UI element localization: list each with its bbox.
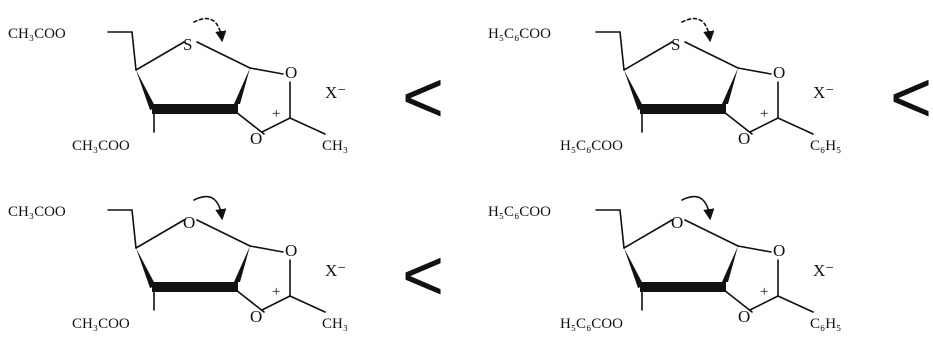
counter-ion: X⁻ bbox=[813, 261, 834, 280]
substituent-label: C₆H₅ bbox=[810, 138, 841, 154]
ring-oxygen-2: O bbox=[250, 129, 262, 148]
dotted-arrow-icon bbox=[193, 17, 227, 43]
substituent-label: C₆H₅ bbox=[810, 316, 841, 332]
top-ester-label: H₅C₆COO bbox=[488, 26, 551, 42]
bottom-ester-label: H₅C₆COO bbox=[560, 138, 623, 154]
ring-heteroatom: S bbox=[183, 35, 192, 54]
substituent-label: CH₃ bbox=[322, 138, 348, 154]
row2-right-molecule: H₅C₆COO O O O + C₆H₅ X⁻ H₅C₆COO bbox=[488, 195, 841, 332]
charge-sign: + bbox=[760, 284, 768, 300]
bottom-ester-label: CH₃COO bbox=[72, 138, 130, 154]
substituent-label: CH₃ bbox=[322, 316, 348, 332]
ring-oxygen-1: O bbox=[285, 63, 297, 82]
comparison-operator: < bbox=[402, 236, 444, 316]
bottom-ester-label: CH₃COO bbox=[72, 316, 130, 332]
ring-heteroatom: O bbox=[671, 213, 683, 232]
curved-arrow-icon bbox=[681, 195, 715, 221]
trailing-comparison-operator: < bbox=[890, 58, 932, 138]
top-ester-label: CH₃COO bbox=[8, 26, 66, 42]
charge-sign: + bbox=[760, 106, 768, 122]
bottom-ester-label: H₅C₆COO bbox=[560, 316, 623, 332]
curved-arrow-icon bbox=[193, 195, 227, 221]
ring-oxygen-2: O bbox=[738, 129, 750, 148]
row1-right-molecule: H₅C₆COO S O O + C₆H₅ X⁻ H₅C₆COO bbox=[488, 17, 841, 154]
top-ester-label: H₅C₆COO bbox=[488, 204, 551, 220]
ring-oxygen-2: O bbox=[250, 307, 262, 326]
row1-left-molecule: CH₃COO S O O + CH₃ X⁻ CH₃COO bbox=[8, 17, 348, 154]
counter-ion: X⁻ bbox=[813, 83, 834, 102]
ring-heteroatom: S bbox=[671, 35, 680, 54]
comparison-operator: < bbox=[402, 58, 444, 138]
counter-ion: X⁻ bbox=[325, 261, 346, 280]
top-ester-label: CH₃COO bbox=[8, 204, 66, 220]
ring-heteroatom: O bbox=[183, 213, 195, 232]
ring-oxygen-2: O bbox=[738, 307, 750, 326]
dotted-arrow-icon bbox=[681, 17, 715, 43]
row2-left-molecule: CH₃COO O O O + CH₃ X⁻ CH₃COO bbox=[8, 195, 348, 332]
ring-oxygen-1: O bbox=[285, 241, 297, 260]
counter-ion: X⁻ bbox=[325, 83, 346, 102]
charge-sign: + bbox=[272, 106, 280, 122]
charge-sign: + bbox=[272, 284, 280, 300]
ring-oxygen-1: O bbox=[773, 241, 785, 260]
ring-oxygen-1: O bbox=[773, 63, 785, 82]
